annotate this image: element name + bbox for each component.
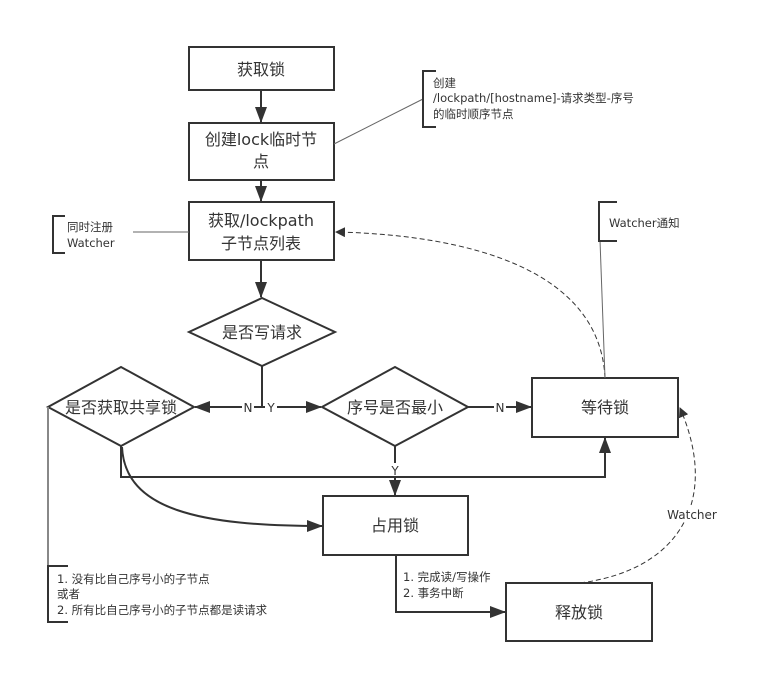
node-create-lock-node-label-1: 创建lock临时节 bbox=[205, 130, 317, 149]
node-acquire-lock-label: 获取锁 bbox=[237, 60, 285, 79]
node-hold-lock-label: 占用锁 bbox=[371, 516, 419, 535]
node-release-lock-label: 释放锁 bbox=[555, 603, 603, 622]
edge-label-no-smallest: N bbox=[496, 401, 505, 415]
note-release-reason: 1. 完成读/写操作 2. 事务中断 bbox=[403, 570, 491, 600]
edge-label-no-left: N bbox=[244, 401, 253, 415]
decision-is-shared-label: 是否获取共享锁 bbox=[65, 398, 177, 417]
edge-hold-to-release bbox=[395, 555, 506, 618]
edge-watcher-notify bbox=[335, 227, 606, 379]
note-shared-line-2: 或者 bbox=[57, 587, 80, 601]
node-wait-lock-label: 等待锁 bbox=[581, 398, 629, 417]
node-get-children-label-2: 子节点列表 bbox=[221, 234, 301, 253]
decision-is-shared: 是否获取共享锁 bbox=[45, 365, 197, 448]
edge-label-yes-right: Y bbox=[266, 401, 275, 415]
edge-shared-to-wait bbox=[120, 437, 611, 478]
node-wait-lock: 等待锁 bbox=[531, 377, 679, 438]
node-create-lock-node-label-2: 点 bbox=[253, 152, 269, 171]
note-register-line-2: Watcher bbox=[67, 236, 115, 250]
edge-shared-to-hold bbox=[121, 446, 323, 532]
node-release-lock: 释放锁 bbox=[505, 582, 653, 642]
node-hold-lock: 占用锁 bbox=[322, 495, 469, 556]
note-release-line-2: 2. 事务中断 bbox=[403, 586, 464, 600]
note-shared-line-1: 1. 没有比自己序号小的子节点 bbox=[57, 572, 210, 586]
edge-label-yes-smallest: Y bbox=[390, 464, 399, 478]
node-acquire-lock: 获取锁 bbox=[188, 46, 335, 91]
edge-label-watcher: Watcher bbox=[667, 508, 717, 522]
decision-is-smallest-label: 序号是否最小 bbox=[347, 398, 443, 417]
note-watcher-notify: Watcher通知 bbox=[598, 201, 680, 379]
label-bg-n2 bbox=[494, 399, 506, 414]
edge-watcher-release bbox=[579, 407, 696, 584]
note-create: 创建 /lockpath/[hostname]-请求类型-序号 的临时顺序节点 bbox=[333, 70, 634, 145]
note-create-line-2: /lockpath/[hostname]-请求类型-序号 bbox=[433, 91, 634, 105]
label-bg-n bbox=[242, 399, 254, 414]
note-shared-line-3: 2. 所有比自己序号小的子节点都是读请求 bbox=[57, 603, 268, 617]
node-get-children-label-1: 获取/lockpath bbox=[208, 211, 314, 230]
note-shared-condition: 1. 没有比自己序号小的子节点 或者 2. 所有比自己序号小的子节点都是读请求 bbox=[47, 407, 268, 623]
label-bg-watcher bbox=[664, 506, 720, 522]
note-register-watcher: 同时注册 Watcher bbox=[52, 215, 189, 254]
node-get-children: 获取/lockpath 子节点列表 bbox=[188, 201, 335, 261]
note-create-line-3: 的临时顺序节点 bbox=[433, 107, 514, 121]
decision-is-smallest: 序号是否最小 bbox=[319, 365, 471, 448]
note-create-line-1: 创建 bbox=[433, 76, 456, 90]
note-watcher-notify-text: Watcher通知 bbox=[609, 216, 680, 230]
node-create-lock-node: 创建lock临时节 点 bbox=[188, 122, 335, 181]
label-bg-y bbox=[265, 399, 277, 414]
note-release-line-1: 1. 完成读/写操作 bbox=[403, 570, 491, 584]
note-register-line-1: 同时注册 bbox=[67, 220, 113, 234]
decision-is-write: 是否写请求 bbox=[186, 296, 338, 368]
decision-is-write-label: 是否写请求 bbox=[222, 323, 302, 342]
label-bg-y2 bbox=[389, 463, 401, 476]
